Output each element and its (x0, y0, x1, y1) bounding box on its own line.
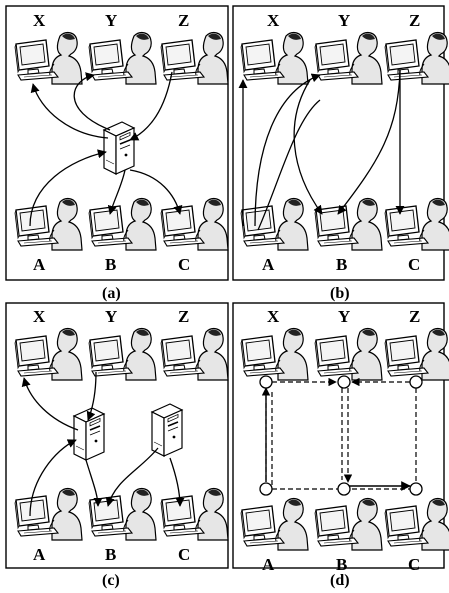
panel-b-label-b: B (336, 255, 347, 274)
panel-b-links (238, 69, 405, 231)
panel-b-caption: (b) (330, 285, 350, 302)
panel-a-label-c: C (178, 255, 190, 274)
panel-c: X Y Z A B C (c) (14, 307, 229, 589)
user-workstation-icon (88, 327, 157, 381)
user-workstation-icon (240, 197, 309, 251)
user-workstation-icon (384, 327, 449, 381)
panel-c-label-y: Y (105, 307, 117, 326)
panel-b-frame (232, 5, 445, 281)
panel-d-label-b: B (336, 555, 347, 574)
user-workstation-icon (240, 31, 309, 85)
user-workstation-icon (160, 327, 229, 381)
user-workstation-icon (88, 197, 157, 251)
panel-a-label-x: X (33, 11, 46, 30)
user-workstation-icon (88, 487, 157, 541)
overlay-node-icon (337, 482, 351, 496)
overlay-node-icon (259, 375, 273, 389)
panel-d-label-x: X (267, 307, 280, 326)
overlay-node-icon (409, 375, 423, 389)
panel-c-label-c: C (178, 545, 190, 564)
user-workstation-icon (240, 327, 309, 381)
panel-a-caption: (a) (102, 285, 121, 302)
panel-c-caption: (c) (102, 572, 120, 589)
panel-d-frame (232, 302, 445, 569)
user-workstation-icon (160, 487, 229, 541)
panel-a-label-a: A (33, 255, 46, 274)
panel-c-label-a: A (33, 545, 46, 564)
panel-a-frame (5, 5, 229, 281)
panel-d-overlay-nodes (259, 375, 423, 496)
user-workstation-icon (14, 197, 83, 251)
panel-d-caption: (d) (330, 572, 350, 589)
panel-b-label-c: C (408, 255, 420, 274)
user-workstation-icon (314, 497, 383, 551)
overlay-node-icon (409, 482, 423, 496)
panel-d-label-a: A (262, 555, 275, 574)
panel-b-label-z: Z (409, 11, 420, 30)
panel-d-label-y: Y (338, 307, 350, 326)
panel-a: X Y Z A B C (a) (14, 11, 229, 302)
user-workstation-icon (88, 31, 157, 85)
panel-b-label-x: X (267, 11, 280, 30)
user-workstation-icon (14, 31, 83, 85)
panel-d-label-z: Z (409, 307, 420, 326)
server-tower-icon (151, 403, 183, 457)
panel-d: X Y Z A B C (240, 307, 449, 589)
panel-c-frame (5, 302, 229, 569)
panel-c-label-z: Z (178, 307, 189, 326)
overlay-node-icon (337, 375, 351, 389)
user-workstation-icon (14, 327, 83, 381)
panel-a-label-b: B (105, 255, 116, 274)
panel-a-label-y: Y (105, 11, 117, 30)
user-workstation-icon (384, 197, 449, 251)
panel-b-label-y: Y (338, 11, 350, 30)
user-workstation-icon (384, 497, 449, 551)
panel-a-links (29, 71, 183, 227)
panel-c-links (21, 371, 185, 517)
panel-a-label-z: Z (178, 11, 189, 30)
user-workstation-icon (384, 31, 449, 85)
panel-c-label-b: B (105, 545, 116, 564)
user-workstation-icon (14, 487, 83, 541)
user-workstation-icon (314, 327, 383, 381)
overlay-node-icon (259, 482, 273, 496)
user-workstation-icon (240, 497, 309, 551)
panel-b-label-a: A (262, 255, 275, 274)
panel-b: X Y Z A B C (b) (238, 11, 449, 302)
panel-d-solid-links (265, 390, 411, 491)
panel-c-label-x: X (33, 307, 46, 326)
panel-d-links (261, 377, 417, 490)
user-workstation-icon (314, 197, 383, 251)
user-workstation-icon (314, 31, 383, 85)
panel-d-label-c: C (408, 555, 420, 574)
user-workstation-icon (160, 197, 229, 251)
